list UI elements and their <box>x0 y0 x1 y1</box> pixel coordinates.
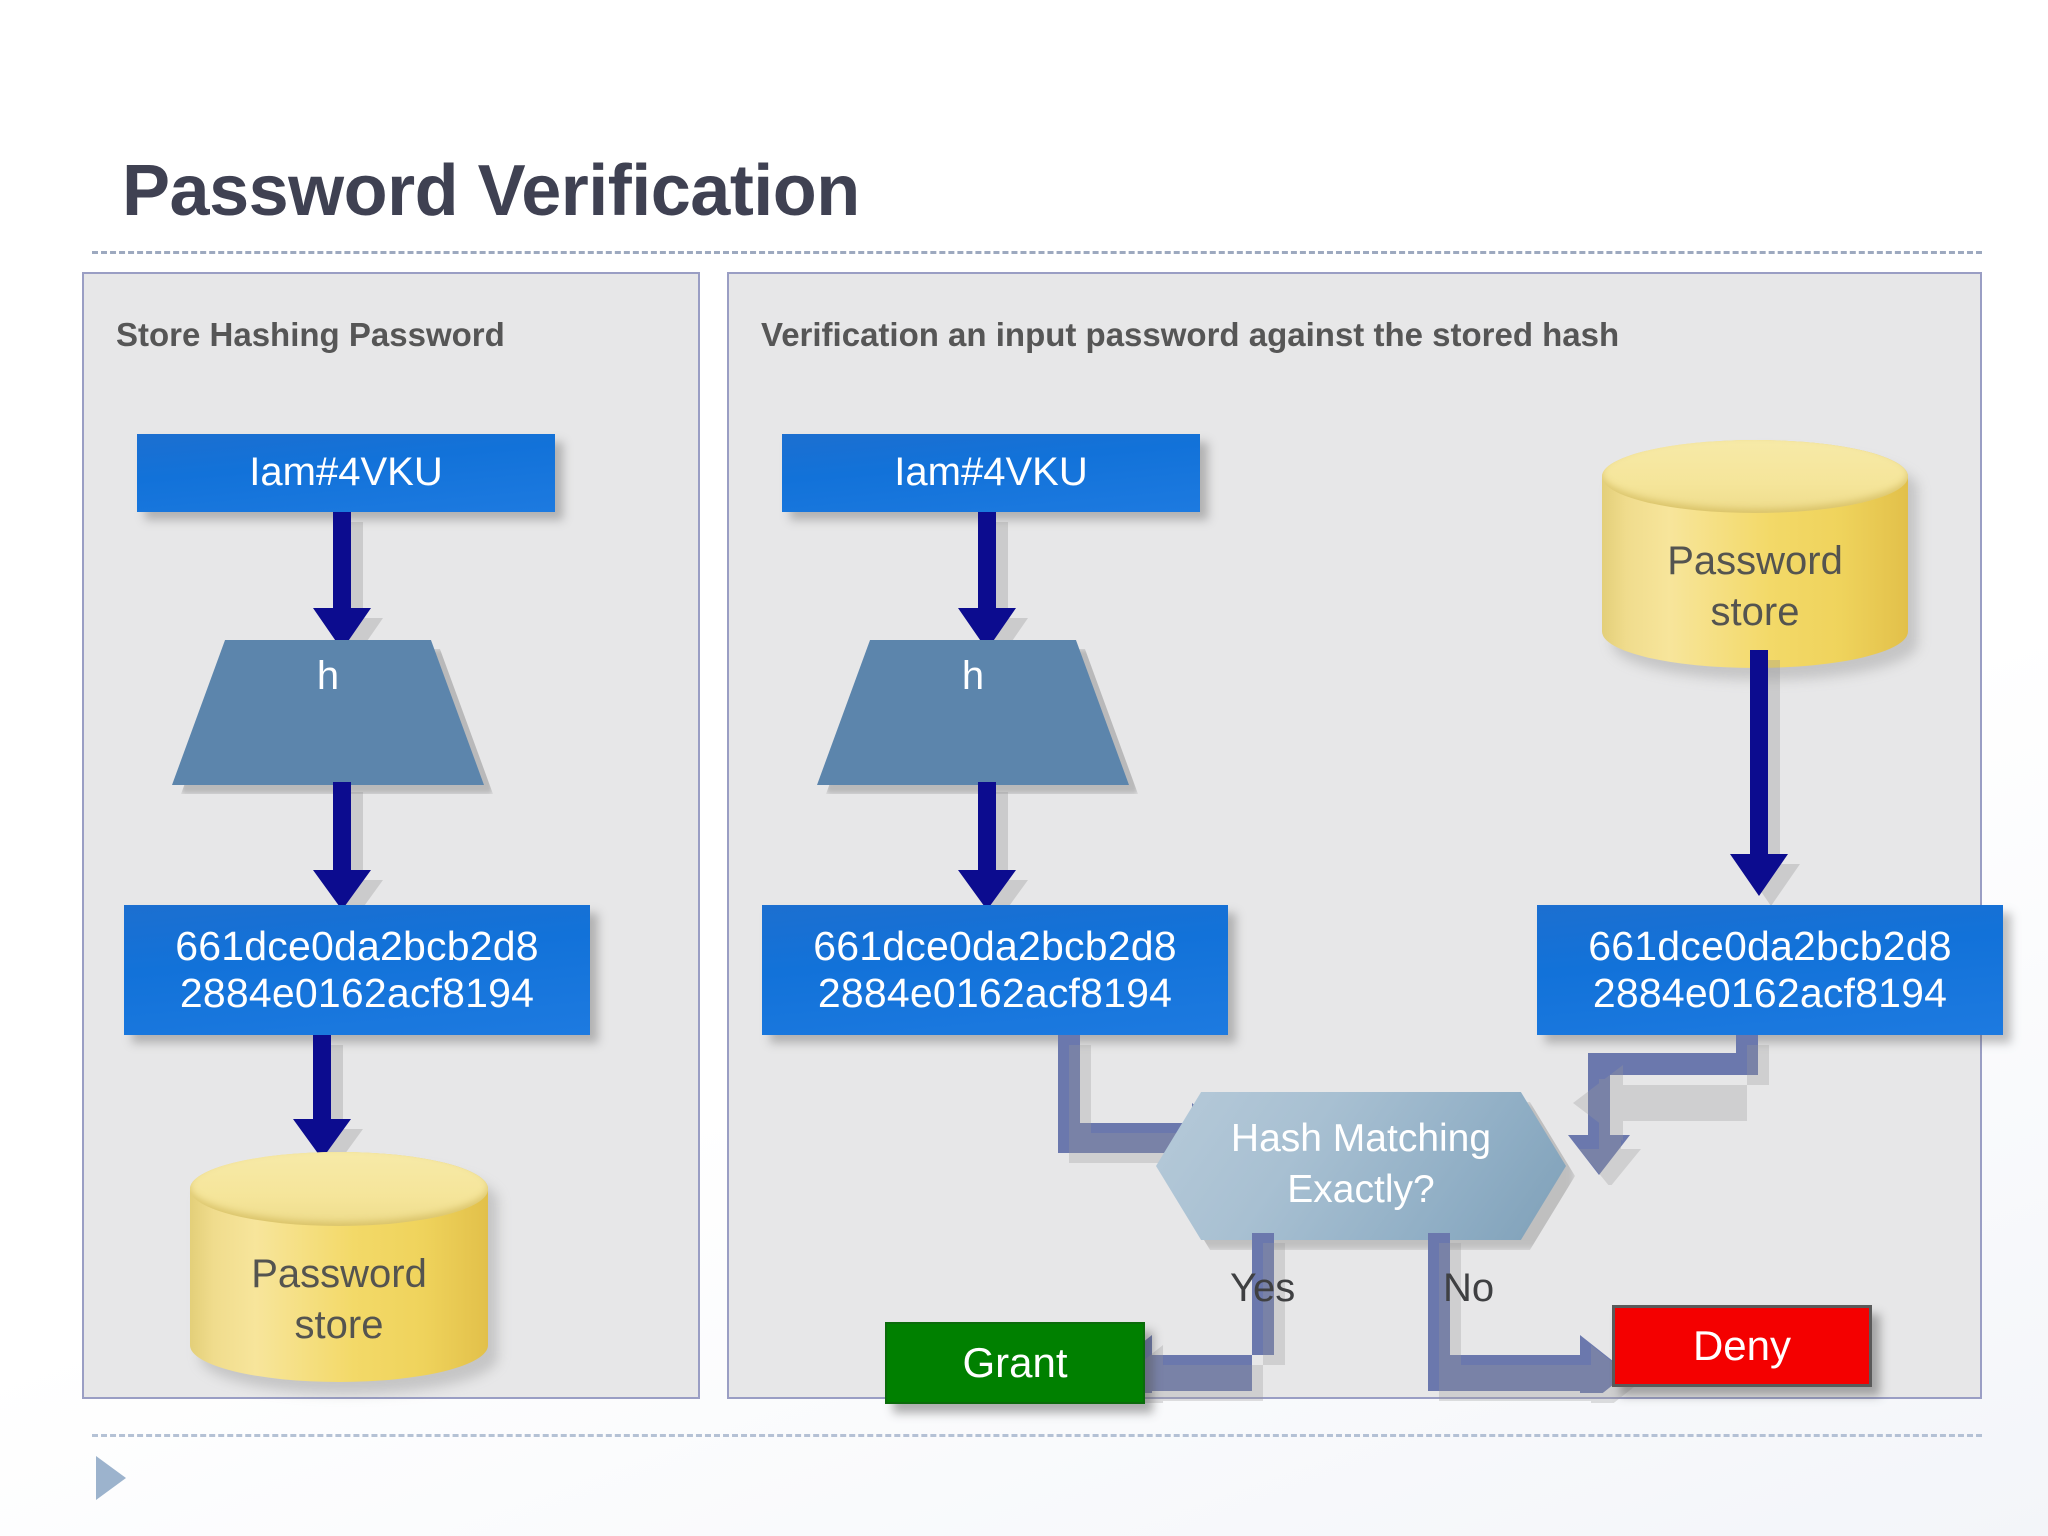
arrow-decision-to-grant <box>1090 1233 1340 1411</box>
decision-line1: Hash Matching <box>1230 1117 1492 1160</box>
hash-digest-line2: 2884e0162acf8194 <box>1592 970 1948 1016</box>
grant-label: Grant <box>962 1339 1068 1386</box>
hash-function-label: h <box>316 654 340 698</box>
hash-function-label-right: h <box>961 654 985 698</box>
password-store-line2: store <box>294 1302 384 1347</box>
arrow-digest-to-store-left <box>285 1035 365 1169</box>
panel-left-title: Store Hashing Password <box>116 316 505 353</box>
arrow-stored-hash-to-decision <box>1520 1035 1770 1185</box>
hash-digest-line1: 661dce0da2bcb2d8 <box>1588 923 1952 970</box>
arrow-glyph <box>293 1035 351 1159</box>
arrow-store-to-stored-hash <box>1722 650 1802 906</box>
hash-digest-box-stored: 661dce0da2bcb2d8 2884e0162acf8194 <box>1537 905 2003 1035</box>
arrow-hash-to-digest-left <box>305 782 385 920</box>
panel-right-title: Verification an input password against t… <box>761 316 1620 353</box>
hash-digest-box-left: 661dce0da2bcb2d8 2884e0162acf8194 <box>124 905 590 1035</box>
password-plaintext-box-left: Iam#4VKU <box>137 434 555 512</box>
arrow-password-to-hash-right <box>950 512 1030 660</box>
arrow-glyph <box>313 512 371 650</box>
password-store-label-left: Password store <box>190 1249 488 1351</box>
play-triangle-icon[interactable] <box>96 1456 126 1500</box>
arrow-glyph <box>313 782 371 910</box>
hash-digest-box-computed: 661dce0da2bcb2d8 2884e0162acf8194 <box>762 905 1228 1035</box>
branch-label-yes: Yes <box>1230 1266 1296 1310</box>
hash-digest-line2: 2884e0162acf8194 <box>179 970 535 1016</box>
cylinder-top-ellipse <box>190 1152 488 1226</box>
password-store-line1: Password <box>251 1251 427 1296</box>
divider-top <box>92 251 1982 254</box>
decision-label: Hash Matching Exactly? <box>1156 1114 1566 1215</box>
grant-result-box: Grant <box>885 1322 1145 1404</box>
password-plaintext-box-right: Iam#4VKU <box>782 434 1200 512</box>
branch-label-no: No <box>1443 1266 1495 1310</box>
page-title: Password Verification <box>122 151 860 231</box>
decision-line2: Exactly? <box>1287 1167 1435 1211</box>
divider-bottom <box>92 1434 1982 1437</box>
arrow-glyph <box>1428 1233 1628 1411</box>
hash-digest-line1: 661dce0da2bcb2d8 <box>175 923 539 970</box>
password-store-label-right: Password store <box>1602 536 1908 638</box>
hash-function-body <box>172 640 484 785</box>
arrow-decision-to-deny <box>1390 1233 1650 1411</box>
arrow-shadow <box>1742 660 1800 906</box>
password-store-line1: Password <box>1667 538 1843 583</box>
arrow-glyph <box>1104 1233 1274 1411</box>
hash-function-shape-left: h <box>172 640 493 794</box>
password-plaintext-label: Iam#4VKU <box>249 450 443 495</box>
hash-digest-line1: 661dce0da2bcb2d8 <box>813 923 1177 970</box>
hash-function-shape-right: h <box>817 640 1138 794</box>
decision-hexagon-hash-matching: Hash Matching Exactly? <box>1156 1092 1575 1250</box>
arrow-hash-to-digest-right <box>950 782 1030 920</box>
password-plaintext-label-right: Iam#4VKU <box>894 450 1088 495</box>
arrow-glyph <box>958 782 1016 910</box>
hash-function-body <box>817 640 1129 785</box>
arrow-shadow <box>1439 1243 1639 1403</box>
arrow-password-to-hash-left <box>305 512 385 660</box>
arrow-shadow <box>1115 1243 1285 1403</box>
password-store-cylinder-right: Password store <box>1602 440 1918 680</box>
password-store-line2: store <box>1710 589 1800 634</box>
arrow-glyph <box>958 512 1016 650</box>
deny-label: Deny <box>1692 1322 1792 1369</box>
arrow-glyph <box>1568 1035 1758 1175</box>
arrow-glyph <box>1730 650 1788 896</box>
password-store-cylinder-left: Password store <box>190 1152 498 1394</box>
hash-digest-line2: 2884e0162acf8194 <box>817 970 1173 1016</box>
deny-result-box: Deny <box>1612 1305 1872 1387</box>
arrow-shadow <box>1573 1045 1769 1185</box>
decision-body <box>1156 1092 1566 1240</box>
cylinder-top-ellipse <box>1602 440 1908 513</box>
